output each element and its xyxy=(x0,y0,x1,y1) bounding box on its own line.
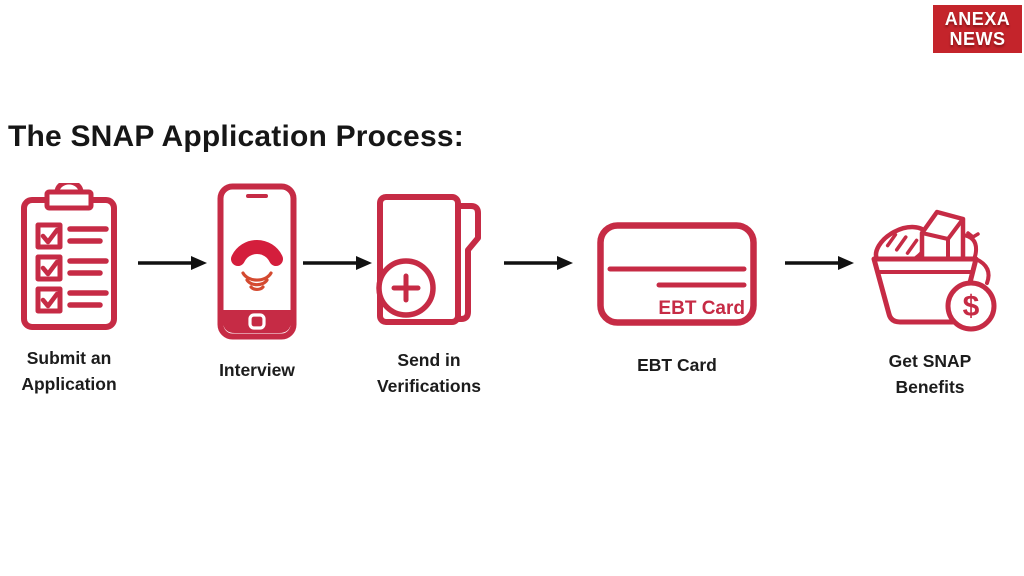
dollar-sign: $ xyxy=(963,290,980,323)
arrow-right-icon xyxy=(504,256,573,270)
logo-line1: ANEXA xyxy=(944,9,1011,29)
arrow-right-icon xyxy=(303,256,372,270)
folder-plus-icon xyxy=(376,194,481,325)
step-submit-application: Submit an Application xyxy=(10,183,128,397)
step-interview: Interview xyxy=(202,183,312,383)
arrow-right-icon xyxy=(138,256,207,270)
step-label-get-snap-benefits: Get SNAP Benefits xyxy=(888,351,972,397)
phone-interview-icon xyxy=(217,183,297,340)
logo-line2: NEWS xyxy=(949,29,1006,49)
grocery-basket-icon: $ xyxy=(871,209,997,332)
ebt-card-text: EBT Card xyxy=(658,298,745,319)
ebt-card-icon: EBT Card xyxy=(597,222,757,326)
anexa-news-logo: ANEXA NEWS xyxy=(933,5,1022,53)
arrow-right-icon xyxy=(785,256,854,270)
step-label-interview: Interview xyxy=(219,360,295,380)
step-send-verifications: Send in Verifications xyxy=(368,183,490,399)
page-title: The SNAP Application Process: xyxy=(8,120,464,153)
step-ebt-card: EBT Card EBT Card xyxy=(584,183,770,378)
step-get-snap-benefits: $ Get SNAP Benefits xyxy=(855,183,1005,400)
step-label-submit-application: Submit an Application xyxy=(21,348,117,394)
step-label-send-verifications: Send in Verifications xyxy=(376,350,482,396)
step-label-ebt-card: EBT Card xyxy=(637,355,717,375)
clipboard-checklist-icon xyxy=(21,183,117,330)
